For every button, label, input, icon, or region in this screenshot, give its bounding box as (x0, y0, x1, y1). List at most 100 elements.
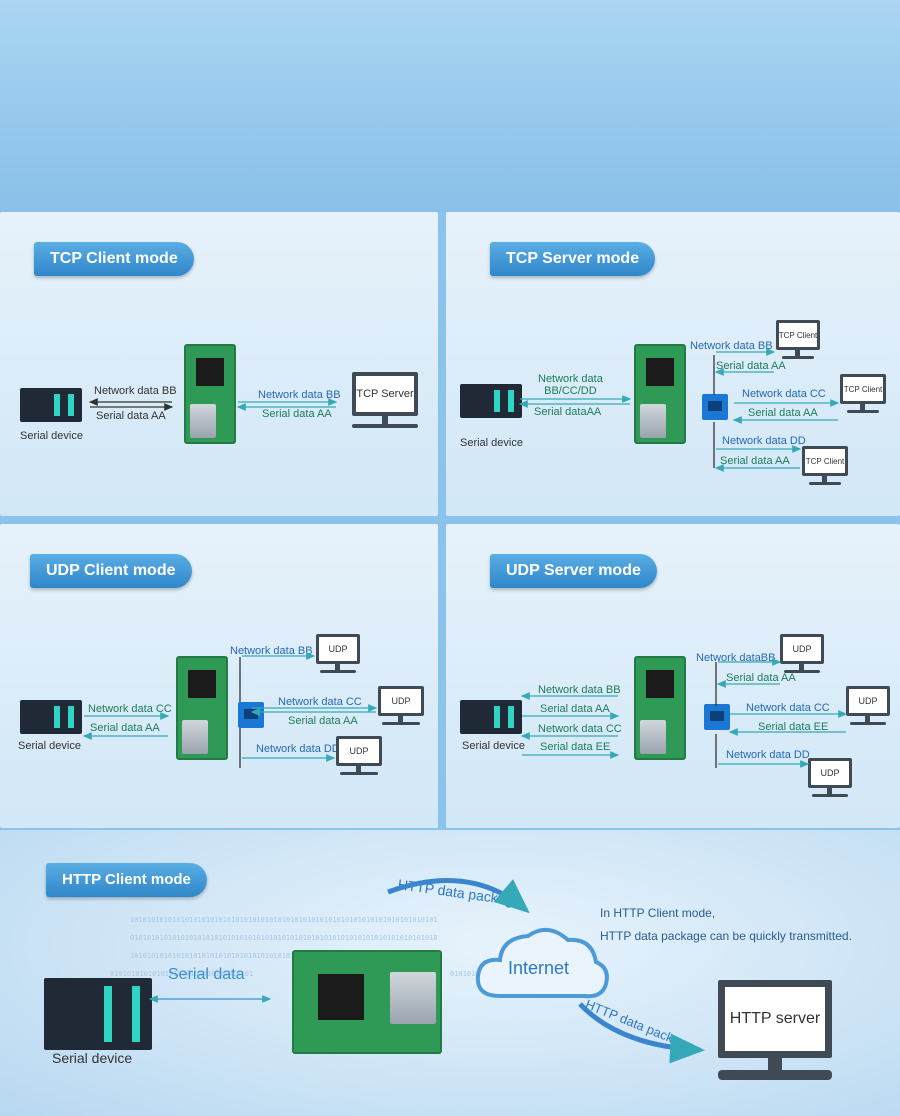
tcp-client-label: TCP Client (840, 374, 886, 404)
serial-data-label: Serial data EE (758, 721, 829, 733)
ethernet-hub-icon (702, 394, 728, 420)
serial-data-label: Serial data (168, 966, 245, 983)
panel-udp-client: UDP Client mode Serial device Network da… (0, 524, 438, 828)
serial-device-label: Serial device (52, 1050, 133, 1066)
serial-data-label: Serial data AA (748, 407, 818, 419)
rj45-port (182, 720, 208, 754)
network-data-label: Network data CC (88, 703, 172, 715)
mode-title: TCP Server mode (490, 242, 656, 276)
monitor-neck (860, 404, 865, 410)
monitor-neck (382, 416, 388, 424)
monitor-neck (865, 716, 870, 722)
module-chip (646, 670, 674, 698)
rj45-port (640, 720, 666, 754)
panel-http-client: HTTP Client mode 10101010101010101010101… (0, 830, 900, 1116)
network-data-label: Network data CC (278, 696, 362, 708)
mode-title: TCP Client mode (34, 242, 194, 276)
cloud-icon (475, 928, 609, 999)
mode-title: UDP Server mode (490, 554, 657, 588)
module-chip (646, 358, 674, 386)
network-data-label: Network data BB (94, 385, 177, 397)
binary-stream: 0101010101010101010101010101010101 (110, 970, 254, 978)
http-arrow-bottom (578, 1002, 705, 1064)
panel-tcp-client: TCP Client mode Serial device Network da… (0, 212, 438, 516)
binary-stream: 1010101010101010101010101010101010101010… (130, 916, 438, 924)
top-banner (0, 0, 900, 212)
monitor-neck (335, 664, 340, 670)
http-server-label: HTTP server (718, 980, 832, 1058)
monitor-icon: UDP (808, 758, 852, 802)
usr-module-icon (634, 344, 686, 444)
network-data-label: Network dataBB (696, 652, 776, 664)
monitor-icon: TCP Client (802, 446, 848, 488)
serial-data-label: Serial data AA (716, 360, 786, 372)
internet-label: Internet (508, 958, 570, 978)
rj45-port (390, 972, 436, 1024)
usr-module-icon (634, 656, 686, 760)
monitor-base (718, 1070, 832, 1080)
serial-device-icon (44, 978, 152, 1050)
network-data-label: Network data CC (742, 388, 826, 400)
monitor-icon: HTTP server (718, 980, 832, 1084)
tcp-client-label: TCP Client (802, 446, 848, 476)
serial-device-icon (460, 700, 522, 734)
serial-device-label: Serial device (20, 430, 83, 442)
monitor-base (382, 722, 420, 725)
rj45-port (190, 404, 216, 438)
serial-device-icon (20, 700, 82, 734)
mode-title: UDP Client mode (30, 554, 192, 588)
module-chip (196, 358, 224, 386)
serial-data-label: Serial data EE (540, 741, 611, 753)
monitor-icon: UDP (780, 634, 824, 678)
udp-label: UDP (316, 634, 360, 664)
tcp-client-label: TCP Client (776, 320, 820, 350)
module-chip (188, 670, 216, 698)
serial-data-label: Serial data AA (726, 672, 796, 684)
monitor-base (340, 772, 378, 775)
monitor-icon: TCP Server (352, 372, 418, 436)
serial-data-label: Serial data AA (540, 703, 610, 715)
monitor-neck (799, 664, 804, 670)
monitor-base (784, 670, 820, 673)
monitor-base (809, 482, 841, 485)
monitor-neck (822, 476, 827, 482)
http-arrow-top (387, 877, 530, 914)
usr-module-icon (292, 950, 442, 1054)
monitor-base (320, 670, 356, 673)
serial-data-label: Serial data AA (288, 715, 358, 727)
serial-device-label: Serial device (462, 740, 525, 752)
udp-label: UDP (780, 634, 824, 664)
monitor-icon: UDP (378, 686, 424, 730)
monitor-base (812, 794, 848, 797)
usr-module-icon (176, 656, 228, 760)
ethernet-hub-icon (704, 704, 730, 730)
network-data-label: Network data BB (258, 389, 341, 401)
monitor-icon: UDP (336, 736, 382, 780)
serial-data-label: Serial data AA (96, 410, 166, 422)
cloud-shape (475, 928, 609, 999)
network-data-label: Network data CC (746, 702, 830, 714)
serial-data-label: Serial dataAA (534, 406, 602, 418)
binary-stream: 1010101010101010101010101010101010101010… (130, 952, 438, 960)
monitor-icon: TCP Client (776, 320, 820, 362)
serial-data-label: Serial data AA (90, 722, 160, 734)
network-data-label: Network data CC (538, 723, 622, 735)
rj45-port (640, 404, 666, 438)
tcp-server-label: TCP Server (352, 372, 418, 416)
serial-data-label: Serial data AA (262, 408, 332, 420)
network-data-label: Network data BB (538, 684, 621, 696)
module-chip (318, 974, 364, 1020)
serial-device-icon (20, 388, 82, 422)
monitor-base (782, 356, 814, 359)
panel-udp-server: UDP Server mode Serial device Network da… (446, 524, 900, 828)
mode-title: HTTP Client mode (46, 863, 207, 897)
monitor-icon: TCP Client (840, 374, 886, 416)
monitor-neck (398, 716, 403, 722)
monitor-icon: UDP (846, 686, 890, 730)
monitor-neck (795, 350, 800, 356)
network-data-label: Network data BB/CC/DD (538, 373, 603, 397)
monitor-neck (768, 1058, 782, 1070)
udp-label: UDP (846, 686, 890, 716)
panel-tcp-server: TCP Server mode Serial device Network da… (446, 212, 900, 516)
